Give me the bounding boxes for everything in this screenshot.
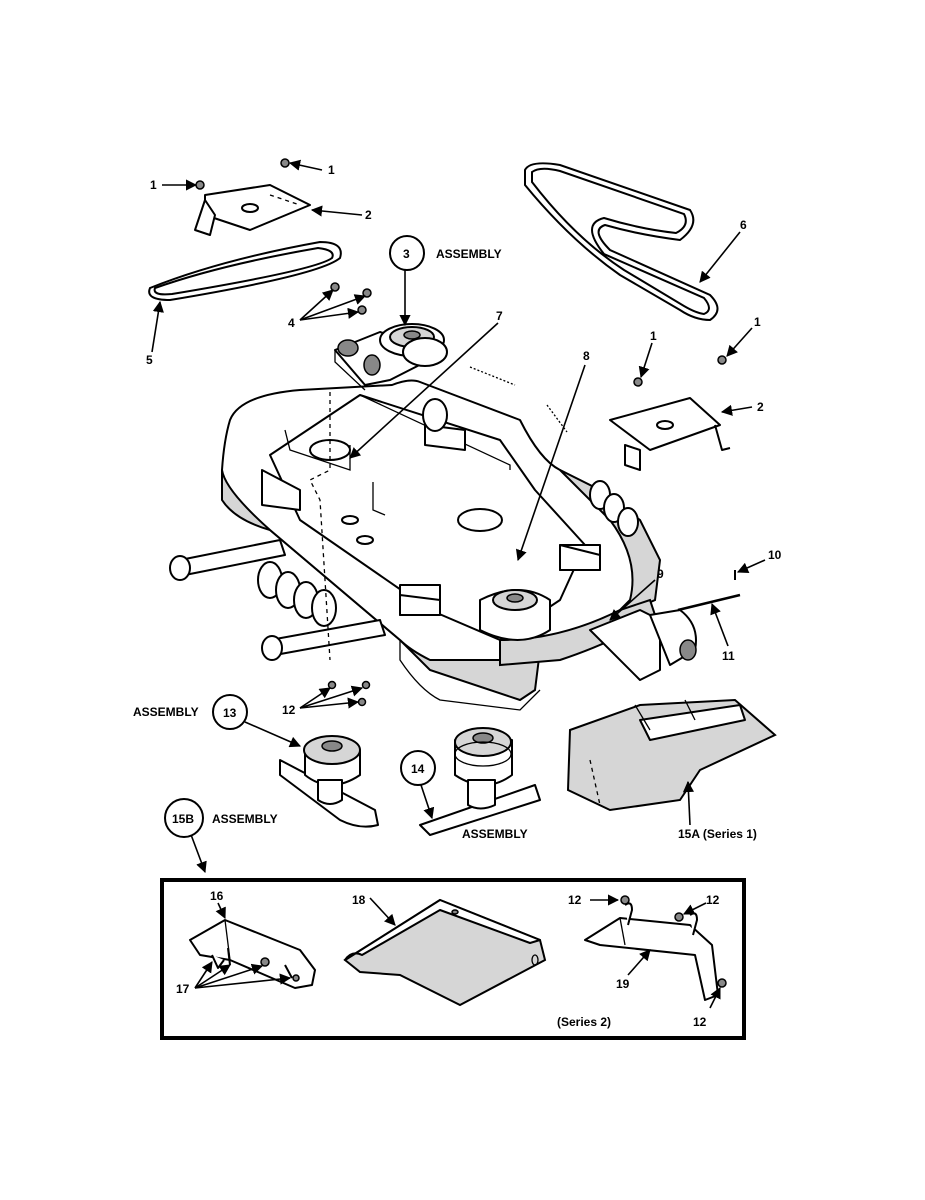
pin-and-rod xyxy=(677,570,741,612)
mount-dashed-line xyxy=(309,392,331,661)
belt-5-inner xyxy=(153,246,334,296)
callout-15a: 15A (Series 1) xyxy=(678,827,757,841)
belt-cover-left xyxy=(194,184,311,236)
box-leader-lines xyxy=(194,894,721,1009)
callout-15b: 15B xyxy=(172,812,194,826)
callout-14: 14 xyxy=(411,762,425,776)
label-assembly-15b: ASSEMBLY xyxy=(212,812,278,826)
chute-bracket-19 xyxy=(584,902,719,1001)
chute-bracket-16 xyxy=(189,919,316,989)
anti-scalp-rollers xyxy=(169,398,639,661)
spring-7 xyxy=(469,366,516,386)
callout-12c: 12 xyxy=(706,893,720,907)
callout-17: 17 xyxy=(176,982,190,996)
callout-16: 16 xyxy=(210,889,224,903)
belt-5 xyxy=(148,240,342,302)
callout-3: 3 xyxy=(403,247,410,261)
callout-13: 13 xyxy=(223,706,237,720)
callout-leader-lines xyxy=(151,159,766,874)
label-assembly-13: ASSEMBLY xyxy=(133,705,199,719)
label-assembly-3: ASSEMBLY xyxy=(436,247,502,261)
callout-18: 18 xyxy=(352,893,366,907)
callout-1b: 1 xyxy=(328,163,335,177)
discharge-bracket xyxy=(589,609,697,681)
spindle-assembly-13 xyxy=(279,735,379,828)
belt-6 xyxy=(524,162,719,322)
circled-callouts xyxy=(164,235,436,838)
callout-7: 7 xyxy=(496,309,503,323)
callout-19: 19 xyxy=(616,977,630,991)
callout-2a: 2 xyxy=(365,208,372,222)
nut-parts xyxy=(327,680,371,707)
callout-10: 10 xyxy=(768,548,782,562)
callout-1c: 1 xyxy=(650,329,657,343)
callout-12d: 12 xyxy=(693,1015,707,1029)
callout-2b: 2 xyxy=(757,400,764,414)
callout-4: 4 xyxy=(288,316,295,330)
chute-deflector-18 xyxy=(343,898,547,1007)
callout-12a: 12 xyxy=(282,703,296,717)
spindle-assembly-14 xyxy=(419,727,541,836)
label-assembly-14: ASSEMBLY xyxy=(462,827,528,841)
belt-cover-right xyxy=(609,397,731,471)
discharge-chute-15a xyxy=(566,698,777,812)
callout-6: 6 xyxy=(740,218,747,232)
label-series-2: (Series 2) xyxy=(557,1015,611,1029)
assembly-15b-frame xyxy=(160,878,746,1040)
deck-right-spindle-housing xyxy=(479,589,551,641)
idler-bracket-assembly xyxy=(334,323,448,391)
callout-11: 11 xyxy=(722,649,735,663)
callout-1a: 1 xyxy=(150,178,157,192)
callout-8: 8 xyxy=(583,349,590,363)
box-nut-parts xyxy=(620,895,727,988)
callout-12b: 12 xyxy=(568,893,582,907)
callout-5: 5 xyxy=(146,353,153,367)
callout-9: 9 xyxy=(657,567,664,581)
callout-1d: 1 xyxy=(754,315,761,329)
